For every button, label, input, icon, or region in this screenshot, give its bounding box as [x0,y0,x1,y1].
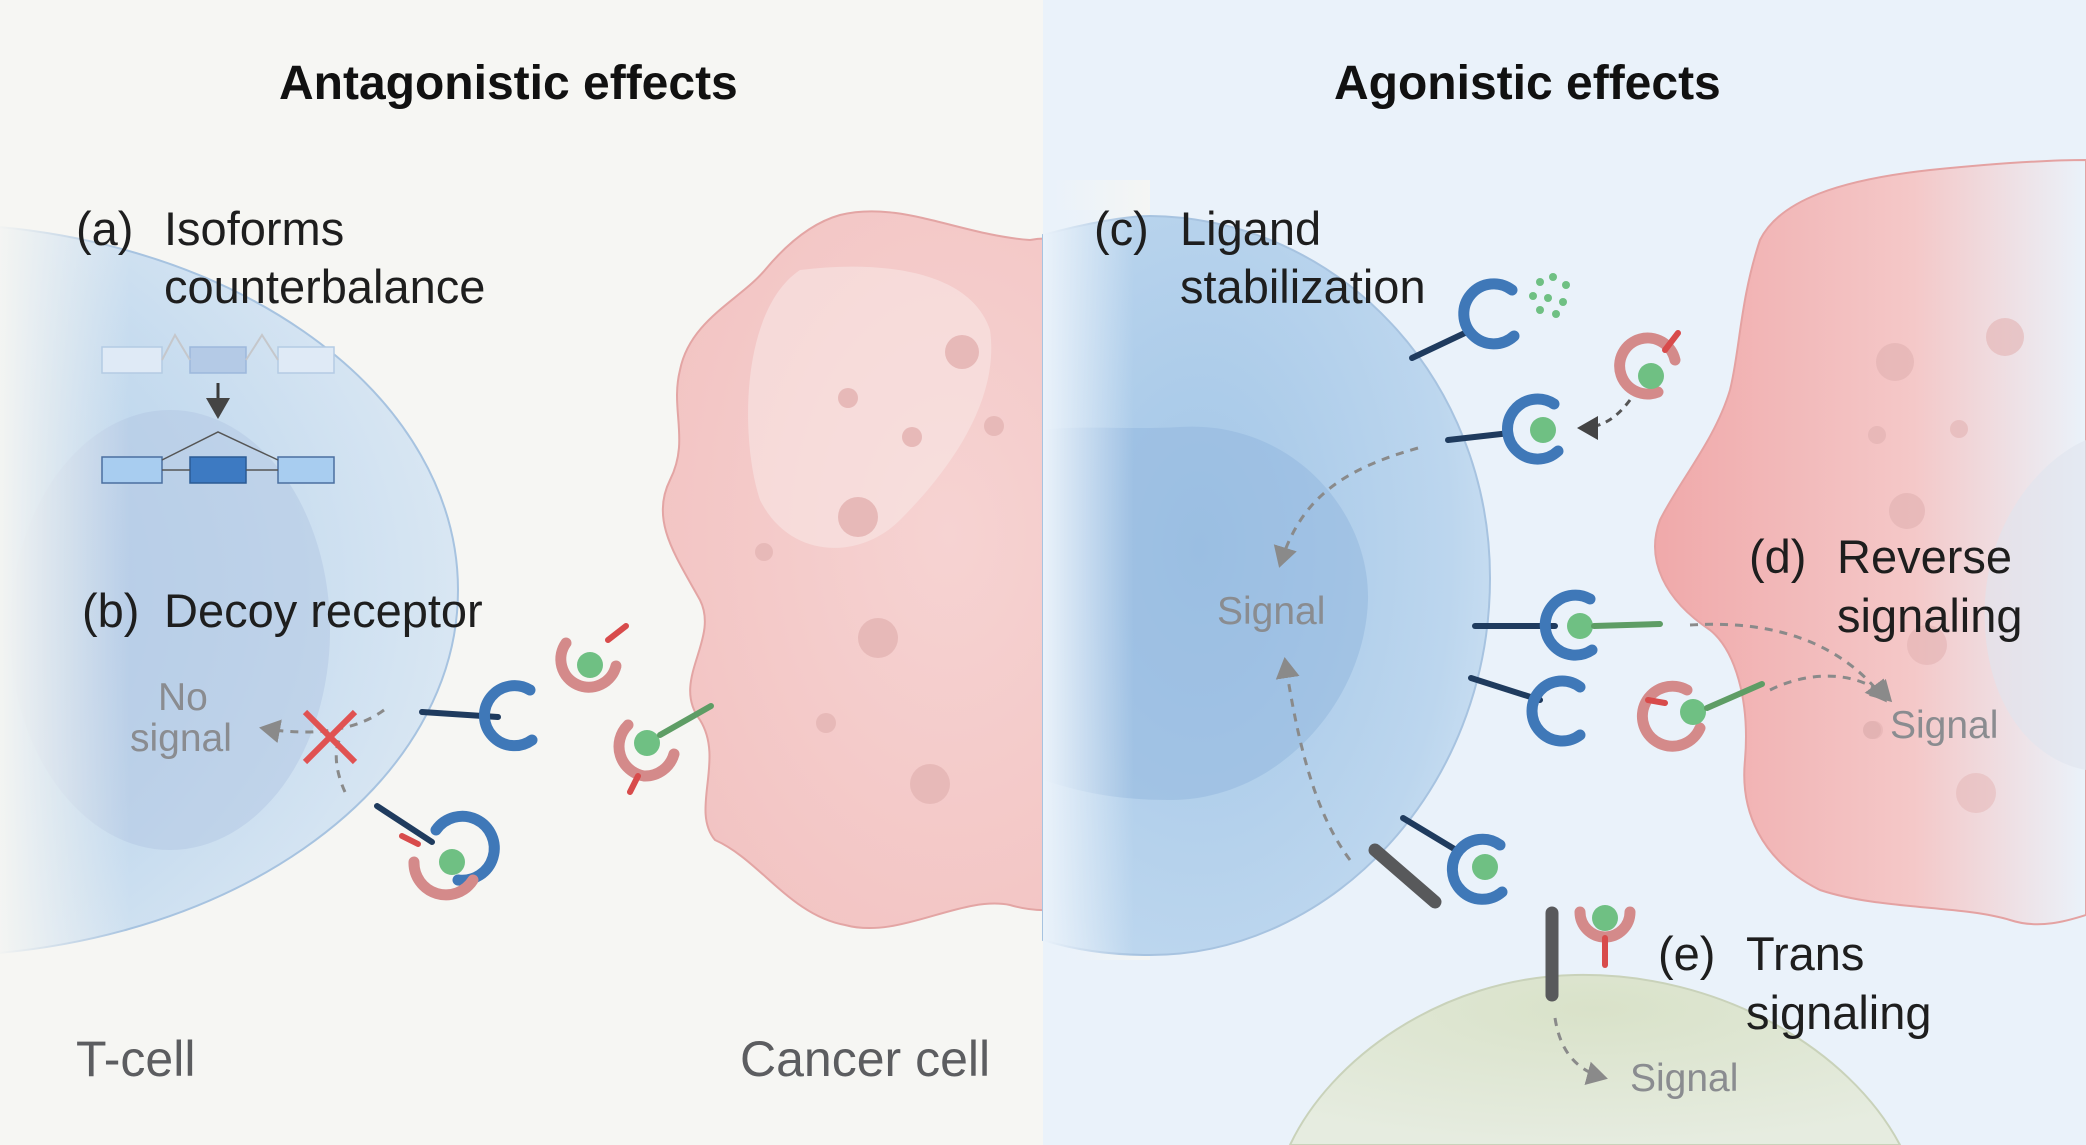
panel-a-title-line2: counterbalance [164,260,486,313]
cancer-cell-label: Cancer cell [740,1031,991,1087]
header-antagonistic: Antagonistic effects [279,57,738,110]
no-signal-label-line2: signal [130,717,232,760]
decoy-receptor-group [259,623,714,901]
trans-signaling-cell [1288,973,1902,1145]
t-cell [0,200,459,960]
receptor-cup-icon [478,680,538,752]
reverse-signaling-group [1468,589,1893,752]
panel-a-title-line1: Isoforms [164,202,345,255]
signal-label-c: Signal [1217,590,1326,633]
panel-b-letter: (b) [82,584,140,637]
panel-c-title-line2: stabilization [1180,260,1426,313]
trans-signaling-group [1368,815,1636,1085]
panel-c-letter: (c) [1094,202,1149,255]
panel-a-letter: (a) [76,202,134,255]
signal-label-d: Signal [1890,704,1999,747]
ligand-stabilization-group [1273,273,1681,861]
dissociated-ligand-dots-icon [1529,273,1570,318]
panel-d-letter: (d) [1749,530,1807,583]
block-x-icon [302,709,358,765]
panel-e-title-line2: signaling [1746,986,1932,1039]
panel-c-title-line1: Ligand [1180,202,1322,255]
isoform-diagram [101,332,335,484]
t-cell-label: T-cell [76,1031,196,1087]
panel-b-title: Decoy receptor [164,584,483,637]
panel-e-letter: (e) [1658,927,1716,980]
cancer-cell-right [1654,158,2086,926]
agonistic-cell [1042,210,1492,970]
header-agonistic: Agonistic effects [1334,57,1721,110]
panel-d-title-line2: signaling [1837,589,2023,642]
panel-d-title-line1: Reverse [1837,530,2013,583]
signal-label-e: Signal [1630,1057,1739,1100]
panel-e-title-line1: Trans [1746,927,1865,980]
no-signal-label-line1: No [158,676,208,719]
